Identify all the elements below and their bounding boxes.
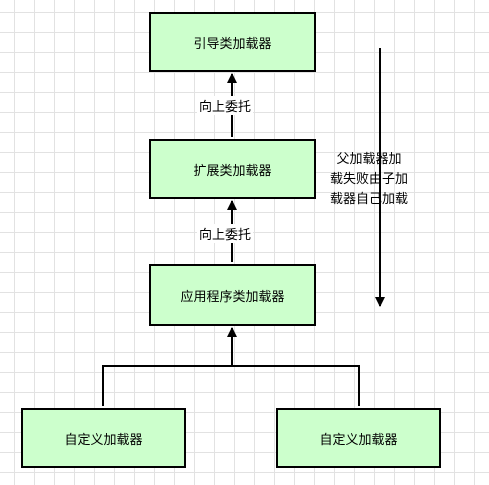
- edge-label-lower: 向上委托: [197, 224, 254, 243]
- extension-loader-node: 扩展类加载器: [149, 139, 316, 199]
- application-loader-node: 应用程序类加载器: [149, 264, 316, 326]
- edge-label-upper: 向上委托: [197, 96, 254, 115]
- fallback-note-line-3: 载器自己加载: [330, 192, 409, 207]
- custom-loader-node-right: 自定义加载器: [276, 408, 441, 468]
- fallback-note-line-2: 载失败由子加: [330, 172, 409, 187]
- fallback-note: 父加载器加 载失败由子加 载器自己加载: [330, 150, 408, 210]
- edge-customs-to-application: [102, 365, 360, 406]
- fallback-note-line-1: 父加载器加: [336, 152, 402, 167]
- bootstrap-loader-node: 引导类加载器: [149, 12, 316, 72]
- custom-loader-node-left: 自定义加载器: [21, 408, 186, 468]
